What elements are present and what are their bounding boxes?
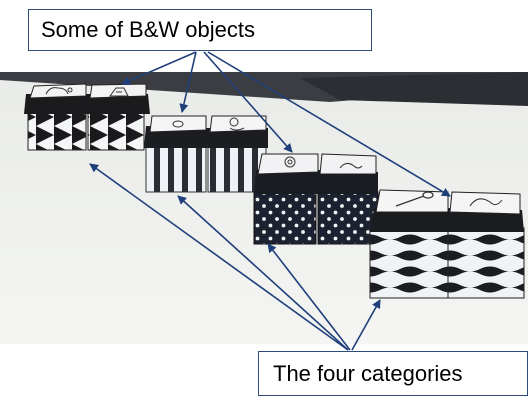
box-group-triangles xyxy=(24,83,150,151)
mouse-drawing-icon xyxy=(172,120,184,128)
bottom-label: The four categories xyxy=(258,351,528,396)
box-lid xyxy=(86,94,150,114)
house-drawing-icon xyxy=(109,87,129,97)
box-waves-2 xyxy=(447,191,525,299)
box-stripes-1 xyxy=(144,115,208,193)
box-lid xyxy=(24,94,90,114)
top-label: Some of B&W objects xyxy=(28,9,372,51)
sheep-drawing-icon xyxy=(45,87,73,95)
box-group-stripes xyxy=(144,115,268,193)
box-triangles-2 xyxy=(86,83,150,151)
bird-drawing-icon xyxy=(469,198,503,207)
box-group-waves xyxy=(369,189,525,299)
box-waves-1 xyxy=(369,189,450,299)
box-dots-2 xyxy=(317,153,379,245)
box-triangles-1 xyxy=(24,83,90,151)
photo-of-boxes xyxy=(0,72,528,344)
box-dots-1 xyxy=(253,153,319,245)
box-group-polka-dots xyxy=(253,153,379,245)
